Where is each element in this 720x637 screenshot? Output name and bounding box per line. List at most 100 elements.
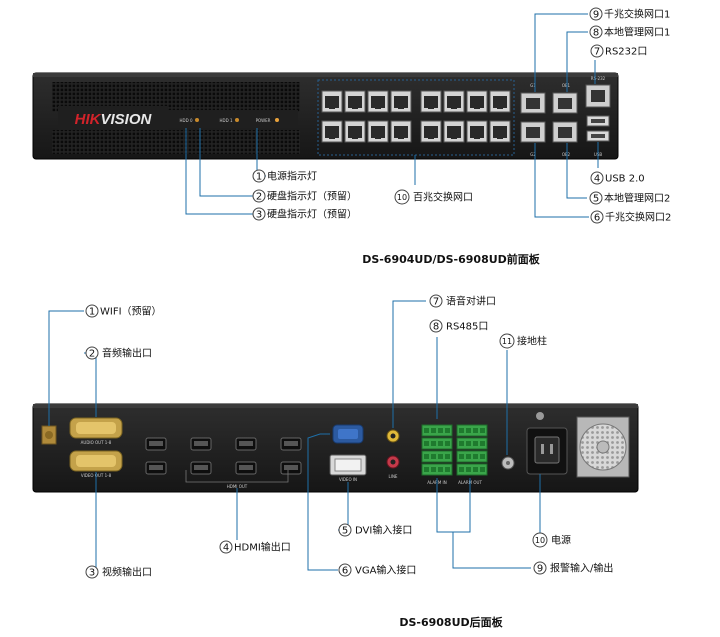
svg-text:语音对讲口: 语音对讲口	[446, 295, 496, 308]
svg-text:9: 9	[593, 10, 599, 21]
hdmi-port	[280, 437, 302, 451]
svg-text:本地管理网口1: 本地管理网口1	[604, 26, 670, 39]
svg-text:报警输入/输出: 报警输入/输出	[550, 562, 613, 575]
svg-text:WIFI（预留）: WIFI（预留）	[100, 305, 162, 318]
front-callout-power-led: 1 电源指示灯	[252, 169, 317, 183]
front-callout-usb: 4 USB 2.0	[590, 171, 645, 185]
switch-port	[390, 120, 412, 143]
oe2-mark: OE2	[562, 152, 571, 157]
svg-text:百兆交换网口: 百兆交换网口	[413, 191, 473, 204]
svg-text:8: 8	[593, 28, 599, 39]
svg-text:电源指示灯: 电源指示灯	[267, 170, 317, 183]
hdmi-port	[145, 437, 167, 451]
hdmi-port	[280, 461, 302, 475]
g2-mark: G2	[530, 152, 536, 157]
rear-callout-hdmi-out: 4 HDMI输出口	[219, 540, 291, 554]
svg-text:2: 2	[256, 192, 262, 203]
line-in-jack	[386, 429, 400, 443]
hdd1-mark: HDD 1	[220, 118, 233, 123]
dvi-input-port	[329, 454, 367, 476]
svg-text:1: 1	[89, 307, 95, 318]
switch-port	[344, 120, 366, 143]
rear-callout-vga-in: 6 VGA输入接口	[338, 563, 416, 577]
svg-text:接地柱: 接地柱	[517, 335, 547, 348]
hdmi-port	[145, 461, 167, 475]
switch-port	[390, 90, 412, 113]
hdmi-port	[235, 461, 257, 475]
fan-grille	[576, 416, 630, 478]
svg-text:硬盘指示灯（预留）: 硬盘指示灯（预留）	[267, 208, 357, 221]
svg-text:8: 8	[433, 322, 439, 333]
front-panel: HIKVISION HDD 0 HDD 1 POWER G1 OE1 RS-23…	[32, 72, 619, 160]
switch-port	[466, 120, 488, 143]
brand-logo: HIKVISION	[75, 111, 153, 128]
rear-callout-talk: 7 语音对讲口	[429, 294, 496, 308]
rear-leaders	[48, 300, 541, 571]
terminal-block	[456, 463, 488, 476]
switch-port	[443, 90, 465, 113]
terminal-block	[421, 450, 453, 463]
svg-text:千兆交换网口2: 千兆交换网口2	[605, 211, 671, 224]
svg-text:电源: 电源	[551, 534, 571, 547]
switch-port	[367, 120, 389, 143]
mgmt-port-1	[552, 92, 578, 114]
switch-port	[489, 90, 511, 113]
switch-port-area	[317, 79, 515, 156]
switch-port	[344, 90, 366, 113]
rear-callout-wifi: 1 WIFI（预留）	[85, 304, 162, 318]
hdmi-ports	[145, 437, 302, 475]
rs232-port	[585, 84, 611, 108]
audio-out-db15	[69, 417, 123, 439]
switch-port	[466, 90, 488, 113]
terminal-block	[456, 450, 488, 463]
brand-plate	[58, 106, 168, 130]
switch-port	[367, 90, 389, 113]
hdd1-led	[235, 118, 239, 122]
hdmi-port	[235, 437, 257, 451]
svg-text:10: 10	[535, 536, 545, 545]
svg-text:10: 10	[397, 193, 407, 202]
rear-callout-audio-out: 2 音频输出口	[85, 346, 152, 360]
svg-text:5: 5	[342, 526, 348, 537]
led-strip	[168, 110, 298, 128]
dvi-in-mark: VIDEO IN	[339, 477, 357, 482]
svg-text:HDMI输出口: HDMI输出口	[234, 541, 291, 554]
svg-text:1: 1	[256, 172, 262, 183]
front-callout-rs232: 7 RS232口	[590, 44, 647, 58]
rear-callout-alarm-io: 9 报警输入/输出	[533, 561, 613, 575]
hdmi-port	[190, 437, 212, 451]
svg-text:视频输出口: 视频输出口	[102, 566, 152, 579]
switch-port	[420, 120, 442, 143]
svg-text:3: 3	[256, 210, 262, 221]
gigabit-port-2	[520, 121, 546, 143]
svg-text:DVI输入接口: DVI输入接口	[355, 524, 412, 537]
ground-stud	[501, 456, 515, 470]
front-top-bevel	[33, 73, 618, 77]
g1-mark: G1	[530, 83, 536, 88]
terminal-block	[456, 424, 488, 437]
svg-text:4: 4	[594, 174, 600, 185]
rear-callout-rs485: 8 RS485口	[429, 319, 488, 333]
rear-callout-video-out: 3 视频输出口	[85, 565, 152, 579]
gigabit-port-1	[520, 92, 546, 114]
vga-input-port	[332, 424, 364, 444]
hdmi-bracket	[185, 470, 289, 483]
terminal-block	[421, 437, 453, 450]
front-callout-hdd-led-b: 3 硬盘指示灯（预留）	[252, 207, 357, 221]
rear-callout-power: 10 电源	[532, 532, 571, 548]
line-mark: LINE	[389, 474, 398, 479]
power-led	[275, 118, 279, 122]
switch-ports	[321, 90, 511, 143]
svg-text:USB 2.0: USB 2.0	[605, 174, 645, 185]
svg-text:5: 5	[593, 194, 599, 205]
rear-top-bevel	[33, 404, 638, 408]
alarm-terminals	[421, 424, 488, 476]
svg-text:6: 6	[342, 566, 348, 577]
video-out-db15	[69, 450, 123, 472]
front-callout-gigabit-1: 9 千兆交换网口1	[589, 7, 670, 21]
svg-text:本地管理网口2: 本地管理网口2	[604, 192, 670, 205]
front-callout-gigabit-2: 6 千兆交换网口2	[590, 210, 671, 224]
rear-panel-caption: DS-6908UD后面板	[399, 615, 503, 629]
svg-text:7: 7	[433, 297, 439, 308]
